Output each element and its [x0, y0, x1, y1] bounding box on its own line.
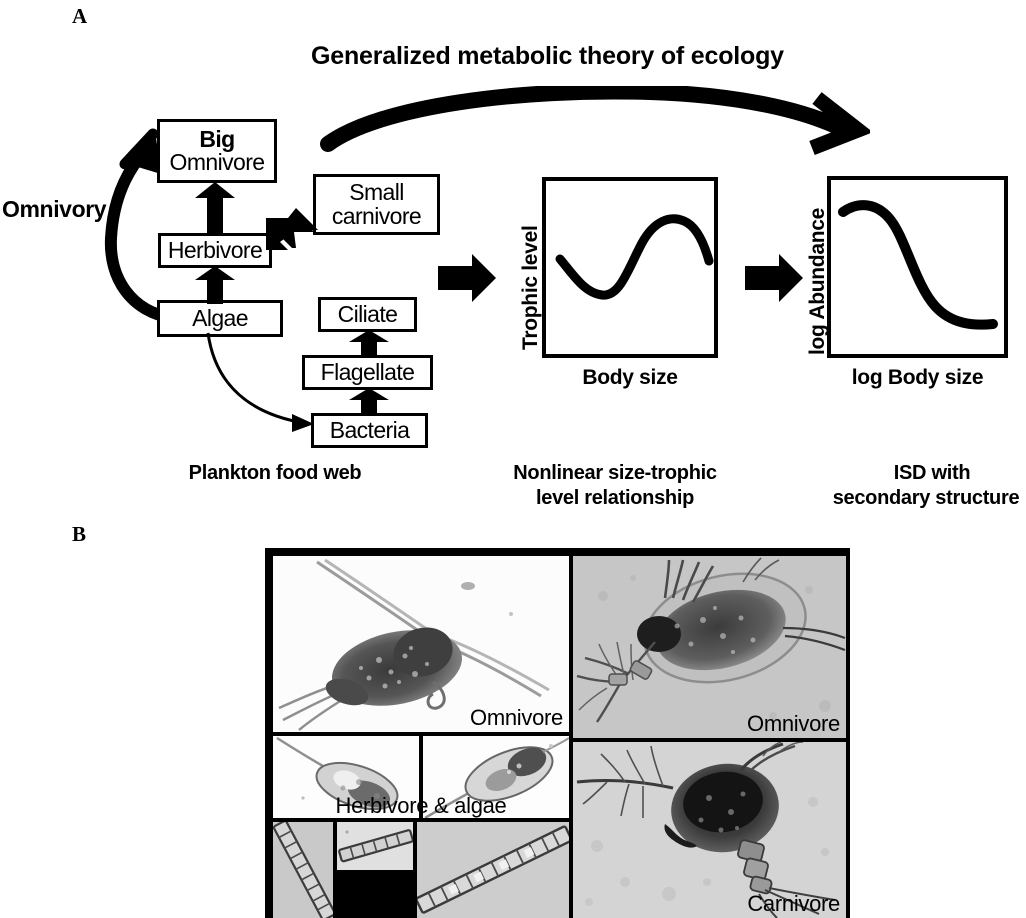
- flow-arrow-2: [745, 254, 803, 302]
- photo-omnivore-nauplius[interactable]: Omnivore: [273, 556, 569, 732]
- panel-b-photo-mosaic: Omnivore: [265, 548, 850, 918]
- photo-label-omnivore-copepod: Omnivore: [747, 711, 840, 736]
- photo-algae-2[interactable]: [337, 822, 413, 870]
- foodweb-node-herbivore[interactable]: Herbivore: [158, 233, 272, 268]
- photo-herbivore-right[interactable]: [423, 736, 569, 818]
- panel-letter-a: A: [72, 4, 88, 28]
- edge-bacteria-to-flagellate-arrow: [349, 388, 389, 416]
- node-label-line1: Flagellate: [320, 358, 415, 385]
- foodweb-node-big-omnivore[interactable]: Big Omnivore: [157, 119, 277, 183]
- photo-omnivore-copepod[interactable]: Omnivore: [573, 556, 846, 738]
- generalized-theory-arrow: [320, 86, 870, 155]
- foodweb-caption: Plankton food web: [188, 462, 362, 484]
- node-label-line1: Ciliate: [337, 300, 398, 327]
- edge-algae-to-herbivore-arrow: [195, 266, 235, 304]
- plot-1-caption-line1: Nonlinear size-trophic: [513, 462, 717, 484]
- photo-algae-1[interactable]: [273, 822, 333, 918]
- photo-label-omnivore-nauplius: Omnivore: [470, 705, 563, 730]
- plot-2-curve: [838, 200, 998, 330]
- edge-herbivore-to-small-carnivore-arrow: [266, 208, 318, 250]
- foodweb-node-small-carnivore[interactable]: Small carnivore: [313, 174, 440, 235]
- plot-1-y-axis-label: Trophic level: [519, 225, 542, 350]
- node-label-line1: Big: [199, 125, 235, 152]
- photo-carnivore-copepod[interactable]: Carnivore: [573, 742, 846, 918]
- plot-1-caption-line2: level relationship: [536, 487, 694, 509]
- page-title: Generalized metabolic theory of ecology: [311, 42, 784, 70]
- foodweb-node-bacteria[interactable]: Bacteria: [311, 413, 428, 448]
- omnivory-label: Omnivory: [2, 196, 107, 222]
- photo-herbivore-left[interactable]: [273, 736, 419, 818]
- panel-letter-b: B: [72, 522, 87, 546]
- plot-1-frame: [542, 177, 718, 358]
- plot-2-x-axis-label: log Body size: [851, 366, 984, 389]
- foodweb-node-ciliate[interactable]: Ciliate: [318, 297, 417, 332]
- photo-algae-3[interactable]: [417, 822, 569, 918]
- node-label-line1: Algae: [192, 304, 248, 331]
- plot-1-curve: [555, 214, 714, 300]
- edge-herbivore-to-big-omnivore-arrow: [195, 182, 235, 236]
- plot-2-frame: [827, 176, 1008, 358]
- photo-filler-black: [337, 870, 413, 918]
- plot-2-caption-line1: ISD with: [893, 462, 971, 484]
- edge-algae-to-bacteria-arrow: [206, 332, 314, 432]
- node-label-line1: Herbivore: [167, 236, 263, 263]
- plot-2-caption-line2: secondary structure: [832, 487, 1020, 509]
- edge-flagellate-to-ciliate-arrow: [349, 330, 389, 358]
- node-label-line1: Small: [349, 179, 404, 206]
- node-label-line1: Bacteria: [329, 416, 410, 443]
- node-label-line2: carnivore: [331, 202, 422, 229]
- node-label-line2: Omnivore: [169, 149, 266, 175]
- flow-arrow-1: [438, 254, 496, 302]
- photo-label-carnivore-copepod: Carnivore: [747, 891, 840, 916]
- plot-1-x-axis-label: Body size: [582, 366, 678, 389]
- omnivory-arrow: [104, 128, 179, 324]
